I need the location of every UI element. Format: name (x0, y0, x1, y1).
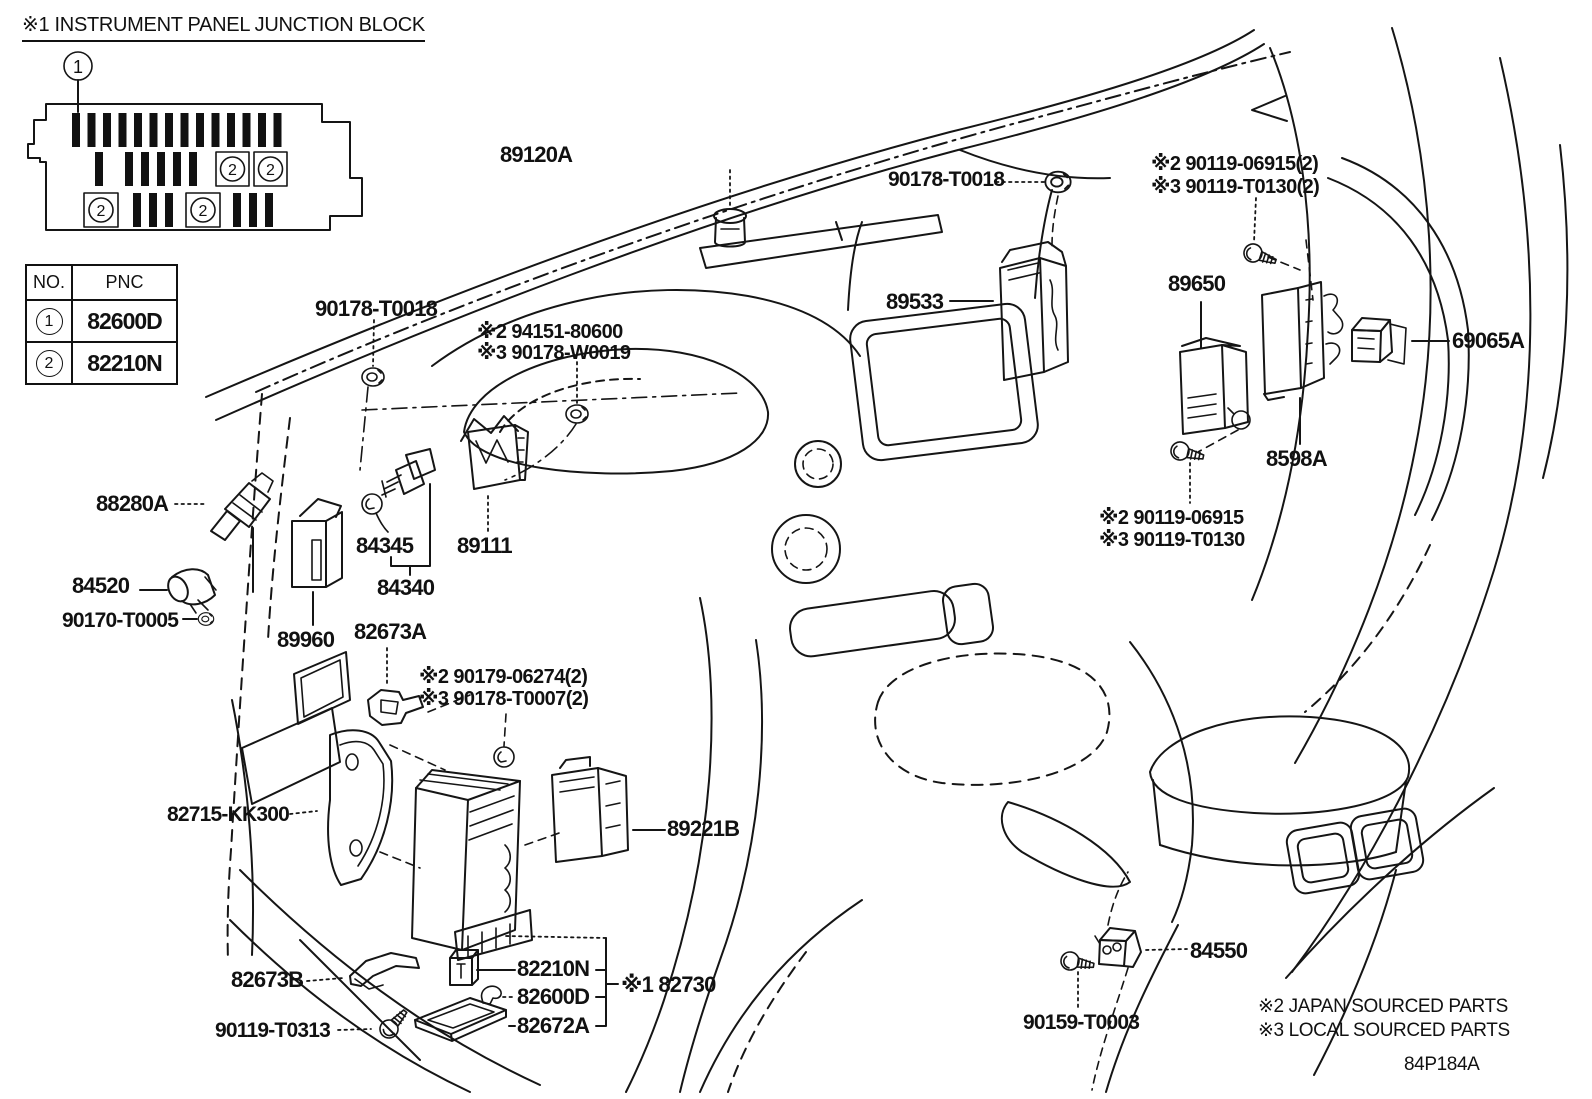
relay-icon-89111 (460, 415, 529, 490)
inset-callout-2a: 2 (228, 162, 237, 179)
computer-icon-89650 (1179, 337, 1251, 435)
pnc-value: 82600D (71, 299, 178, 343)
screw-icon-90178-t0018-right (1044, 170, 1072, 194)
part-label-84550: 84550 (1190, 938, 1248, 963)
pnc-table-row: 1 82600D (25, 299, 178, 343)
part-label-90178-t0007-x2: ※3 90178-T0007(2) (419, 688, 589, 710)
center-console (625, 582, 1194, 1093)
locating-lines (359, 195, 1314, 1091)
clip-icon-89120a (713, 208, 747, 248)
dashboard-outline (205, 29, 1291, 421)
part-label-90119-t0130: ※3 90119-T0130 (1099, 529, 1245, 551)
junction-block-icon-82730 (411, 769, 533, 961)
part-label-82600d: 82600D (517, 984, 590, 1009)
relay-icon-82210n (449, 949, 479, 986)
pnc-table-header-no: NO. (25, 264, 73, 301)
part-label-89533: 89533 (886, 289, 944, 314)
bolt-icon-90119-lower (1168, 439, 1207, 466)
clamp-icon-82673b (349, 952, 420, 990)
sensor-icon-84345 (381, 448, 436, 498)
switch-icon-88280a (210, 472, 274, 541)
clamp-icon-82673a (367, 689, 424, 726)
pnc-table: NO. PNC 1 82600D 2 82210N (25, 264, 178, 385)
junction-block-inset-drawing: 2 2 2 2 1 (27, 51, 363, 231)
footnote-japan-sourced: ※2 JAPAN SOURCED PARTS (1258, 996, 1508, 1017)
part-label-90119-06915: ※2 90119-06915 (1099, 507, 1244, 529)
part-label-84345: 84345 (356, 533, 414, 558)
part-label-90178-t0018-right: 90178-T0018 (888, 168, 1005, 191)
inset-callout-1: 1 (73, 57, 83, 77)
armrest (1105, 715, 1495, 1093)
inset-callout-2b: 2 (266, 162, 275, 179)
grommet-icon-82673a (493, 746, 515, 768)
part-label-89111: 89111 (457, 533, 513, 558)
switch-icon-84520 (167, 568, 217, 614)
inset-callout-2c: 2 (97, 203, 106, 220)
pnc-table-row: 2 82210N (25, 341, 178, 385)
part-label-82210n: 82210N (517, 956, 590, 981)
part-label-90178-w0019: ※3 90178-W0019 (477, 342, 631, 364)
part-label-90178-t0018-left: 90178-T0018 (315, 296, 438, 321)
bracket-icon-84550 (1094, 927, 1142, 968)
part-label-89650: 89650 (1168, 271, 1226, 296)
screw-icon-90178-t0018-left (361, 367, 385, 387)
leader-lines (139, 169, 1450, 1031)
drawing-code: 84P184A (1404, 1054, 1480, 1075)
center-stack (771, 189, 1053, 584)
clip-icon-82600d (480, 985, 502, 1005)
bolt-icon-90159-t0003 (1059, 950, 1096, 975)
grommet-icon-84345 (361, 493, 383, 515)
cover-icon-82672a (414, 997, 507, 1042)
part-label-82672a: 82672A (517, 1013, 590, 1038)
part-label-82673b: 82673B (231, 967, 304, 992)
computer-icon-89533 (999, 241, 1069, 381)
part-label-82715-kk300: 82715-KK300 (167, 803, 290, 826)
computer-icon-89221b (551, 756, 629, 863)
instrument-cluster (431, 288, 861, 475)
left-side-panels (226, 393, 541, 1093)
bolt-icon-90119-upper (1240, 240, 1280, 270)
part-label-82730: ※1 82730 (621, 972, 716, 997)
right-pillar-lines (1251, 27, 1569, 973)
part-label-89960: 89960 (277, 627, 335, 652)
part-label-84340: 84340 (377, 575, 435, 600)
part-label-90119-t0130-x2: ※3 90119-T0130(2) (1151, 176, 1320, 198)
part-label-94151-80600: ※2 94151-80600 (477, 321, 623, 343)
inset-callout-2d: 2 (199, 203, 208, 220)
bracket-icon-82715-kk300 (327, 729, 394, 886)
part-label-90159-t0003: 90159-T0003 (1023, 1011, 1140, 1034)
relay-icon-89960 (291, 498, 343, 588)
part-label-90179-06274-x2: ※2 90179-06274(2) (419, 666, 588, 688)
screw-icon-94151-90178 (565, 404, 589, 424)
row-no-badge: 1 (35, 307, 63, 335)
row-no-badge: 2 (35, 349, 63, 377)
part-label-89120a: 89120A (500, 142, 573, 167)
bolt-icon-90119-t0313 (375, 1004, 413, 1043)
part-label-90119-06915-x2: ※2 90119-06915(2) (1151, 153, 1319, 175)
part-label-82673a: 82673A (354, 619, 427, 644)
diagram-title: ※1 INSTRUMENT PANEL JUNCTION BLOCK (22, 12, 425, 42)
relay-icon-8598a (1261, 281, 1344, 401)
part-label-88280a: 88280A (96, 491, 169, 516)
part-label-69065a: 69065A (1452, 328, 1525, 353)
pnc-table-header-pnc: PNC (71, 264, 178, 301)
part-label-84520: 84520 (72, 573, 130, 598)
part-label-90119-t0313: 90119-T0313 (215, 1019, 331, 1042)
part-label-89221b: 89221B (667, 816, 740, 841)
part-label-8598a: 8598A (1266, 446, 1328, 471)
connector-icon-69065a (1351, 317, 1407, 365)
pnc-value: 82210N (71, 341, 178, 385)
nut-icon-90170-t0005 (197, 612, 215, 626)
footnote-local-sourced: ※3 LOCAL SOURCED PARTS (1258, 1020, 1510, 1041)
part-label-90170-t0005: 90170-T0005 (62, 609, 179, 632)
